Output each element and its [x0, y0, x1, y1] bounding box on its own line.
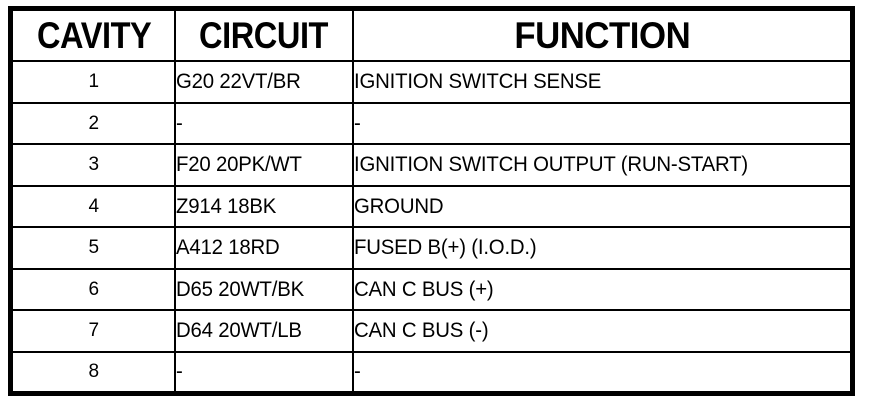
column-header-cavity: CAVITY: [19, 7, 167, 62]
table-body: 1 G20 22VT/BR IGNITION SWITCH SENSE 2 - …: [9, 60, 854, 394]
table-row: 1 G20 22VT/BR IGNITION SWITCH SENSE: [9, 60, 854, 104]
circuit-text: -: [176, 360, 184, 383]
cell-cavity: 4: [9, 184, 177, 228]
table-row: 4 Z914 18BK GROUND: [9, 184, 854, 228]
function-text: FUSED B(+) (I.O.D.): [353, 236, 537, 260]
cell-function: IGNITION SWITCH SENSE: [351, 60, 854, 104]
function-text: CAN C BUS (-): [353, 319, 489, 343]
cell-function: -: [351, 350, 854, 394]
table-header: CAVITY CIRCUIT FUNCTION: [11, 7, 853, 62]
column-header-function: FUNCTION: [366, 7, 839, 62]
cell-circuit: -: [174, 101, 354, 145]
function-text: -: [353, 111, 361, 135]
cell-circuit: D64 20WT/LB: [174, 309, 354, 353]
table-row: 3 F20 20PK/WT IGNITION SWITCH OUTPUT (RU…: [9, 143, 854, 187]
function-text: CAN C BUS (+): [353, 277, 494, 301]
cell-cavity: 7: [9, 309, 177, 353]
circuit-text: F20 20PK/WT: [176, 153, 303, 177]
cell-cavity: 8: [9, 350, 177, 394]
table-row: 2 - -: [9, 101, 854, 145]
circuit-text: -: [176, 111, 184, 135]
function-text: IGNITION SWITCH SENSE: [353, 70, 601, 94]
cell-circuit: Z914 18BK: [174, 184, 354, 228]
function-text: GROUND: [353, 194, 444, 218]
table-row: 8 - -: [9, 350, 854, 394]
cell-circuit: G20 22VT/BR: [174, 60, 354, 104]
circuit-text: D65 20WT/BK: [176, 277, 305, 301]
table-row: 6 D65 20WT/BK CAN C BUS (+): [9, 267, 854, 311]
cell-circuit: -: [174, 350, 354, 394]
circuit-text: Z914 18BK: [176, 194, 277, 218]
cell-cavity: 6: [9, 267, 177, 311]
cell-circuit: D65 20WT/BK: [174, 267, 354, 311]
cell-cavity: 2: [9, 101, 177, 145]
table-row: 7 D64 20WT/LB CAN C BUS (-): [9, 309, 854, 353]
cell-circuit: F20 20PK/WT: [174, 143, 354, 187]
table-header-row: CAVITY CIRCUIT FUNCTION: [11, 7, 853, 62]
circuit-text: D64 20WT/LB: [176, 319, 303, 343]
cell-function: -: [351, 101, 854, 145]
connector-pinout-table: CAVITY CIRCUIT FUNCTION 1 G20 22VT/BR IG…: [8, 6, 855, 396]
column-header-circuit: CIRCUIT: [185, 7, 343, 62]
cell-function: CAN C BUS (-): [351, 309, 854, 353]
function-text: IGNITION SWITCH OUTPUT (RUN-START): [353, 153, 748, 177]
cell-circuit: A412 18RD: [174, 226, 354, 270]
cell-cavity: 1: [9, 60, 177, 104]
cell-function: FUSED B(+) (I.O.D.): [351, 226, 854, 270]
cell-cavity: 3: [9, 143, 177, 187]
circuit-text: A412 18RD: [176, 236, 281, 260]
table-row: 5 A412 18RD FUSED B(+) (I.O.D.): [9, 226, 854, 270]
cell-cavity: 5: [9, 226, 177, 270]
function-text: -: [353, 360, 361, 383]
cell-function: IGNITION SWITCH OUTPUT (RUN-START): [351, 143, 854, 187]
cell-function: CAN C BUS (+): [351, 267, 854, 311]
circuit-text: G20 22VT/BR: [176, 70, 302, 94]
cell-function: GROUND: [351, 184, 854, 228]
